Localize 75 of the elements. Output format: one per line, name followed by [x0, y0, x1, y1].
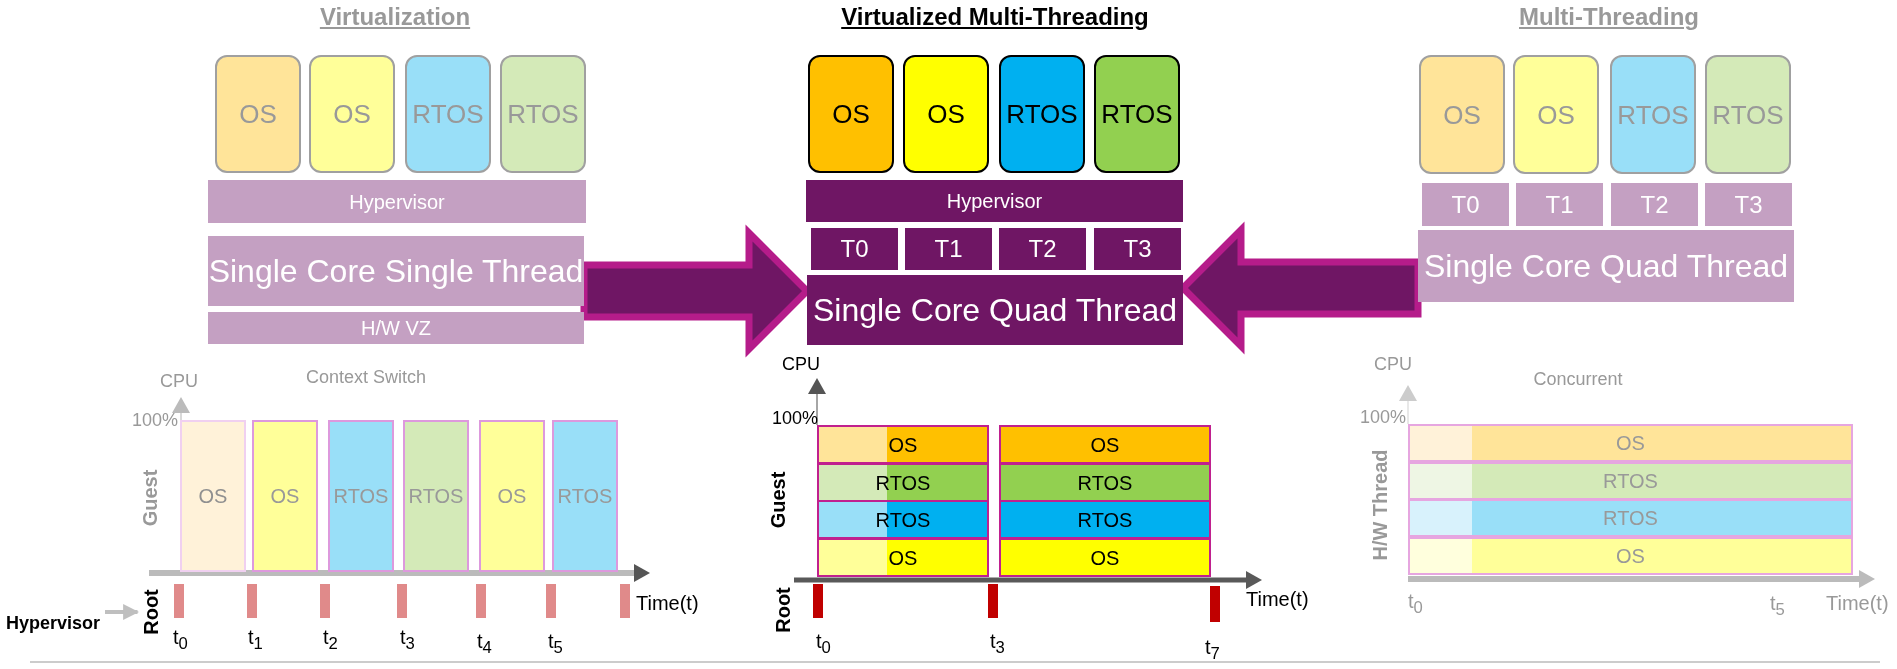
- thread-cell: T1: [1516, 183, 1603, 226]
- tick-label: t$_{0}$: [1408, 590, 1423, 618]
- tick-label: t$_{2}$: [323, 626, 338, 654]
- tick-label: t$_{3}$: [990, 630, 1005, 658]
- axis-label: CPU: [782, 355, 820, 375]
- core-bar: Single Core Quad Thread: [1418, 230, 1794, 302]
- chart-title: Concurrent: [1533, 370, 1623, 390]
- guest-os-box: RTOS: [999, 55, 1085, 173]
- tick-label: 100%: [771, 409, 818, 429]
- time-slice-bar: RTOS: [403, 420, 469, 572]
- axis-label: Root: [139, 589, 162, 635]
- thread-band-cell: OS: [817, 538, 989, 577]
- tick-label: 100%: [1359, 408, 1406, 428]
- thread-band-cell: OS: [1408, 424, 1853, 462]
- time-slice-bar: OS: [252, 420, 318, 572]
- guest-os-box: RTOS: [405, 55, 491, 173]
- axis-label: Guest: [139, 469, 161, 527]
- tick-label: t$_{0}$: [173, 626, 188, 654]
- thread-cell: T3: [1094, 228, 1181, 270]
- tick-label: t$_{5}$: [548, 630, 563, 658]
- guest-os-box: RTOS: [1705, 55, 1791, 174]
- guest-os-box: RTOS: [1094, 55, 1180, 173]
- tick-label: t$_{7}$: [1205, 636, 1220, 664]
- thread-cell: T3: [1705, 183, 1792, 226]
- guest-os-box: OS: [309, 55, 395, 173]
- section-title: Multi-Threading: [1519, 4, 1699, 31]
- core-bar: Single Core Single Thread: [208, 236, 584, 306]
- axis-label: Time(t): [636, 592, 699, 614]
- arrow: [105, 604, 140, 620]
- hypervisor-bar: H/W VZ: [208, 312, 584, 344]
- thread-cell: T2: [999, 228, 1086, 270]
- axis-label: Guest: [767, 471, 789, 529]
- axis-label: Time(t): [1826, 592, 1889, 614]
- tick-label: t$_{3}$: [400, 626, 415, 654]
- thread-band-cell: OS: [999, 425, 1211, 464]
- tick-label: t$_{1}$: [248, 626, 263, 654]
- axis-label: CPU: [1374, 355, 1412, 375]
- thread-cell: T2: [1611, 183, 1698, 226]
- hypervisor-bar: Hypervisor: [806, 180, 1183, 222]
- thread-cell: T0: [1422, 183, 1509, 226]
- thread-band-cell: RTOS: [999, 500, 1211, 539]
- time-slice-bar: RTOS: [328, 420, 394, 572]
- axis-label: H/W Thread: [1369, 449, 1391, 561]
- guest-os-box: OS: [808, 55, 894, 173]
- guest-os-box: OS: [903, 55, 989, 173]
- tick-label: t$_{5}$: [1770, 592, 1785, 620]
- tick-label: t$_{4}$: [477, 630, 492, 658]
- thread-band-cell: RTOS: [1408, 462, 1853, 500]
- chart-title: Context Switch: [305, 368, 427, 388]
- tick-label: 100%: [131, 411, 178, 431]
- thread-band-cell: OS: [817, 425, 989, 464]
- guest-os-box: RTOS: [500, 55, 586, 173]
- thread-band-cell: RTOS: [817, 463, 989, 502]
- hypervisor-bar: Hypervisor: [208, 180, 586, 223]
- guest-os-box: RTOS: [1610, 55, 1696, 174]
- thread-band-cell: RTOS: [999, 463, 1211, 502]
- thread-cell: T1: [905, 228, 992, 270]
- time-slice-bar: OS: [479, 420, 545, 572]
- guest-os-box: OS: [1513, 55, 1599, 174]
- time-slice-bar: OS: [180, 420, 246, 572]
- guest-os-box: OS: [215, 55, 301, 173]
- core-bar: Single Core Quad Thread: [807, 275, 1183, 345]
- thread-band-cell: OS: [999, 538, 1211, 577]
- axis-label: Time(t): [1246, 588, 1309, 610]
- time-slice-bar: RTOS: [552, 420, 618, 572]
- section-title: Virtualization: [319, 4, 471, 31]
- thread-band-cell: OS: [1408, 537, 1853, 575]
- tick-label: t$_{0}$: [816, 630, 831, 658]
- thread-band-cell: RTOS: [1408, 499, 1853, 537]
- hypervisor-label: Hypervisor: [4, 606, 102, 640]
- guest-os-box: OS: [1419, 55, 1505, 174]
- axis-label: Root: [772, 587, 794, 633]
- section-title: Virtualized Multi-Threading: [841, 4, 1149, 31]
- axis-label: CPU: [160, 372, 198, 392]
- thread-cell: T0: [811, 228, 898, 270]
